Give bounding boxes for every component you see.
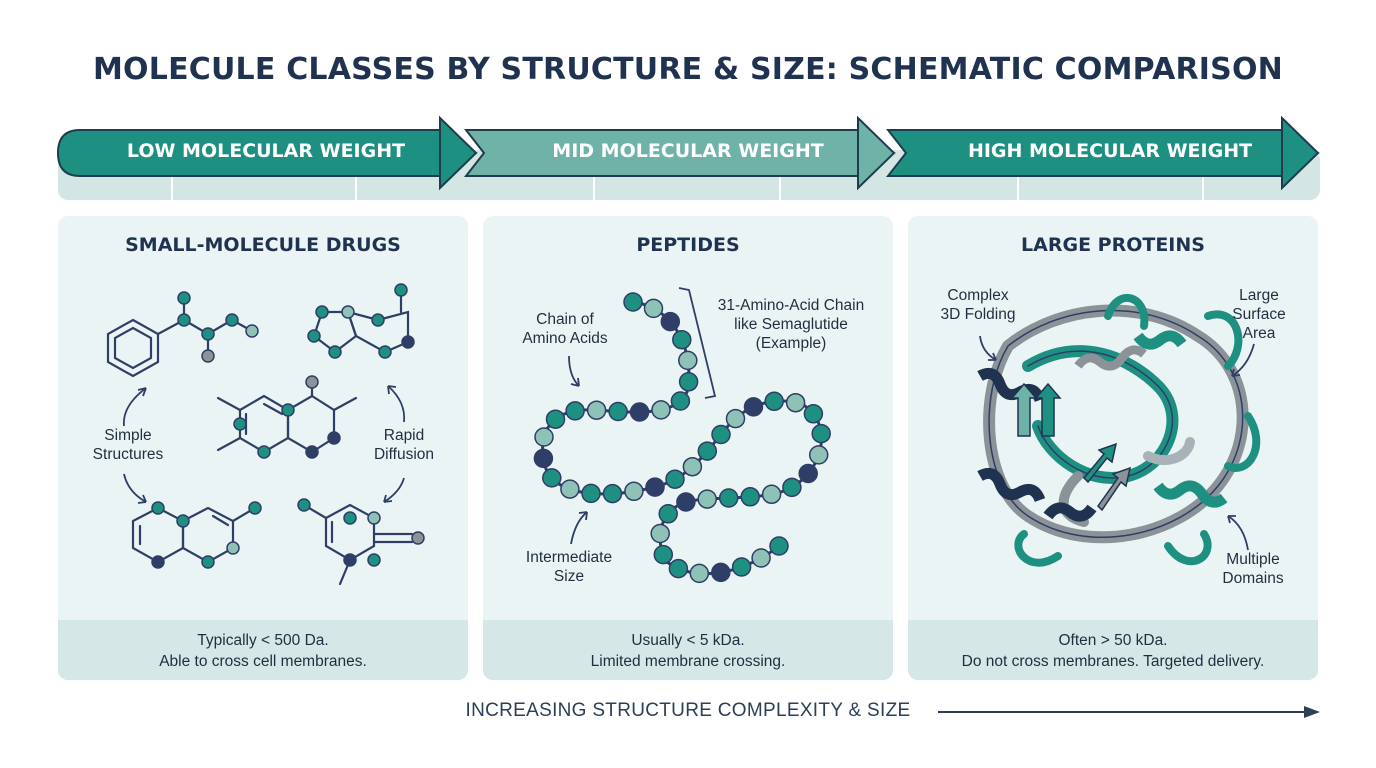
amino-acid-bead bbox=[751, 548, 771, 568]
amino-acid-bead bbox=[645, 477, 665, 497]
amino-acid-bead bbox=[565, 401, 585, 421]
panel-large-proteins: LARGE PROTEINS Complex 3D Folding Large … bbox=[908, 216, 1318, 680]
amino-acid-bead bbox=[725, 408, 746, 429]
amino-acid-bead bbox=[534, 427, 554, 447]
amino-acid-bead bbox=[542, 468, 562, 488]
label-large-surface-area: Large Surface Area bbox=[1232, 287, 1286, 342]
amino-acid-bead bbox=[811, 423, 831, 444]
atom-nodes bbox=[151, 283, 425, 569]
banner-arrow-low-head bbox=[439, 115, 478, 191]
pointer-arrows bbox=[568, 355, 588, 545]
beta-strands bbox=[1010, 382, 1132, 512]
amino-acid-bead bbox=[785, 392, 806, 413]
amino-acid-bead bbox=[653, 544, 674, 565]
page-title: MOLECULE CLASSES BY STRUCTURE & SIZE: SC… bbox=[93, 52, 1283, 87]
panel-footer: Often > 50 kDa. Do not cross membranes. … bbox=[908, 620, 1318, 680]
amino-acid-bead bbox=[672, 329, 692, 350]
amino-acid-bead bbox=[711, 424, 731, 445]
amino-acid-bead bbox=[782, 477, 802, 498]
label-31-amino-acid-chain: 31-Amino-Acid Chain like Semaglutide (Ex… bbox=[717, 297, 865, 352]
molecular-weight-banner bbox=[56, 115, 1320, 200]
curved-arrows bbox=[123, 385, 406, 504]
footer-line-2: Able to cross cell membranes. bbox=[159, 653, 367, 670]
footer-line-1: Usually < 5 kDa. bbox=[631, 632, 745, 649]
amino-acid-bead bbox=[629, 402, 650, 422]
amino-acid-bead bbox=[651, 400, 671, 420]
panel-peptides: PEPTIDES Chain of Amino Acids 31-Amino-A… bbox=[483, 216, 893, 680]
amino-acid-bead bbox=[623, 292, 643, 312]
amino-acid-bead bbox=[808, 445, 829, 465]
banner-label-mid: MID MOLECULAR WEIGHT bbox=[552, 140, 824, 162]
banner-label-low: LOW MOLECULAR WEIGHT bbox=[126, 140, 406, 162]
footer-line-2: Limited membrane crossing. bbox=[590, 653, 786, 670]
amino-acid-bead bbox=[761, 484, 782, 505]
label-complex-3d-folding: Complex 3D Folding bbox=[940, 287, 1016, 323]
label-rapid-diffusion: Rapid Diffusion bbox=[373, 427, 435, 463]
amino-acid-bead bbox=[676, 492, 696, 512]
helix-coils bbox=[977, 330, 1228, 522]
amino-acid-bead bbox=[643, 298, 664, 319]
panel-footer: Usually < 5 kDa. Limited membrane crossi… bbox=[483, 620, 893, 680]
panel-footer: Typically < 500 Da. Able to cross cell m… bbox=[58, 620, 468, 680]
panel-title: LARGE PROTEINS bbox=[1021, 234, 1205, 256]
amino-acid-bead bbox=[743, 397, 764, 417]
protein-ribbon bbox=[977, 293, 1261, 567]
amino-acid-bead bbox=[560, 479, 580, 499]
amino-acid-bead bbox=[545, 409, 566, 429]
amino-acid-bead bbox=[533, 448, 554, 469]
amino-acid-bead bbox=[697, 441, 718, 461]
amino-acid-bead bbox=[678, 350, 698, 371]
amino-acid-bead bbox=[798, 463, 818, 484]
label-chain-of-amino-acids: Chain of Amino Acids bbox=[522, 311, 608, 347]
amino-acid-bead bbox=[650, 523, 670, 544]
peptide-chain bbox=[533, 287, 831, 584]
amino-acid-bead bbox=[602, 483, 623, 504]
amino-acid-bead bbox=[678, 372, 699, 392]
label-simple-structures: Simple Structures bbox=[92, 427, 164, 463]
amino-acid-bead bbox=[731, 557, 752, 577]
amino-acid-bead bbox=[658, 504, 678, 524]
amino-acid-beads bbox=[533, 292, 831, 584]
amino-acid-bead bbox=[660, 311, 681, 332]
amino-acid-bead bbox=[670, 391, 691, 411]
amino-acid-bead bbox=[624, 481, 644, 502]
amino-acid-bead bbox=[689, 563, 710, 584]
label-multiple-domains: Multiple Domains bbox=[1222, 551, 1284, 587]
panel-small-molecule-drugs: SMALL-MOLECULE DRUGS Simple Structures R… bbox=[58, 216, 468, 680]
small-molecule-structures bbox=[106, 283, 425, 586]
amino-acid-bead bbox=[581, 483, 601, 504]
axis-arrowhead bbox=[1304, 706, 1320, 718]
amino-acid-bead bbox=[803, 404, 824, 424]
amino-acid-bead bbox=[718, 488, 739, 508]
amino-acid-bead bbox=[697, 489, 717, 509]
amino-acid-bead bbox=[608, 401, 628, 422]
complexity-axis bbox=[60, 706, 1320, 718]
amino-acid-bead bbox=[711, 562, 731, 583]
axis-label: INCREASING STRUCTURE COMPLEXITY & SIZE bbox=[465, 700, 911, 721]
footer-line-1: Typically < 500 Da. bbox=[197, 632, 329, 649]
footer-line-2: Do not cross membranes. Targeted deliver… bbox=[961, 653, 1265, 670]
banner-label-high: HIGH MOLECULAR WEIGHT bbox=[967, 140, 1253, 162]
banner-arrow-low bbox=[56, 129, 478, 177]
banner-arrow-high-head bbox=[1281, 115, 1320, 191]
amino-acid-bead bbox=[764, 391, 784, 412]
amino-acid-bead bbox=[665, 469, 685, 489]
pointer-arrows bbox=[979, 335, 1255, 551]
banner-track-dividers bbox=[171, 174, 1204, 200]
panel-title: PEPTIDES bbox=[636, 234, 740, 256]
amino-acid-bead bbox=[769, 536, 789, 556]
amino-acid-bead bbox=[586, 400, 607, 420]
amino-acid-bead bbox=[668, 558, 689, 579]
banner-arrow-mid-head bbox=[857, 115, 896, 191]
footer-line-1: Often > 50 kDa. bbox=[1058, 632, 1168, 649]
amino-acid-bead bbox=[682, 456, 703, 477]
amino-acid-bead bbox=[740, 487, 760, 507]
ribbon-loops bbox=[1014, 293, 1261, 567]
panel-title: SMALL-MOLECULE DRUGS bbox=[125, 234, 401, 256]
label-intermediate-size: Intermediate Size bbox=[525, 549, 613, 585]
chain-bracket bbox=[678, 287, 717, 399]
